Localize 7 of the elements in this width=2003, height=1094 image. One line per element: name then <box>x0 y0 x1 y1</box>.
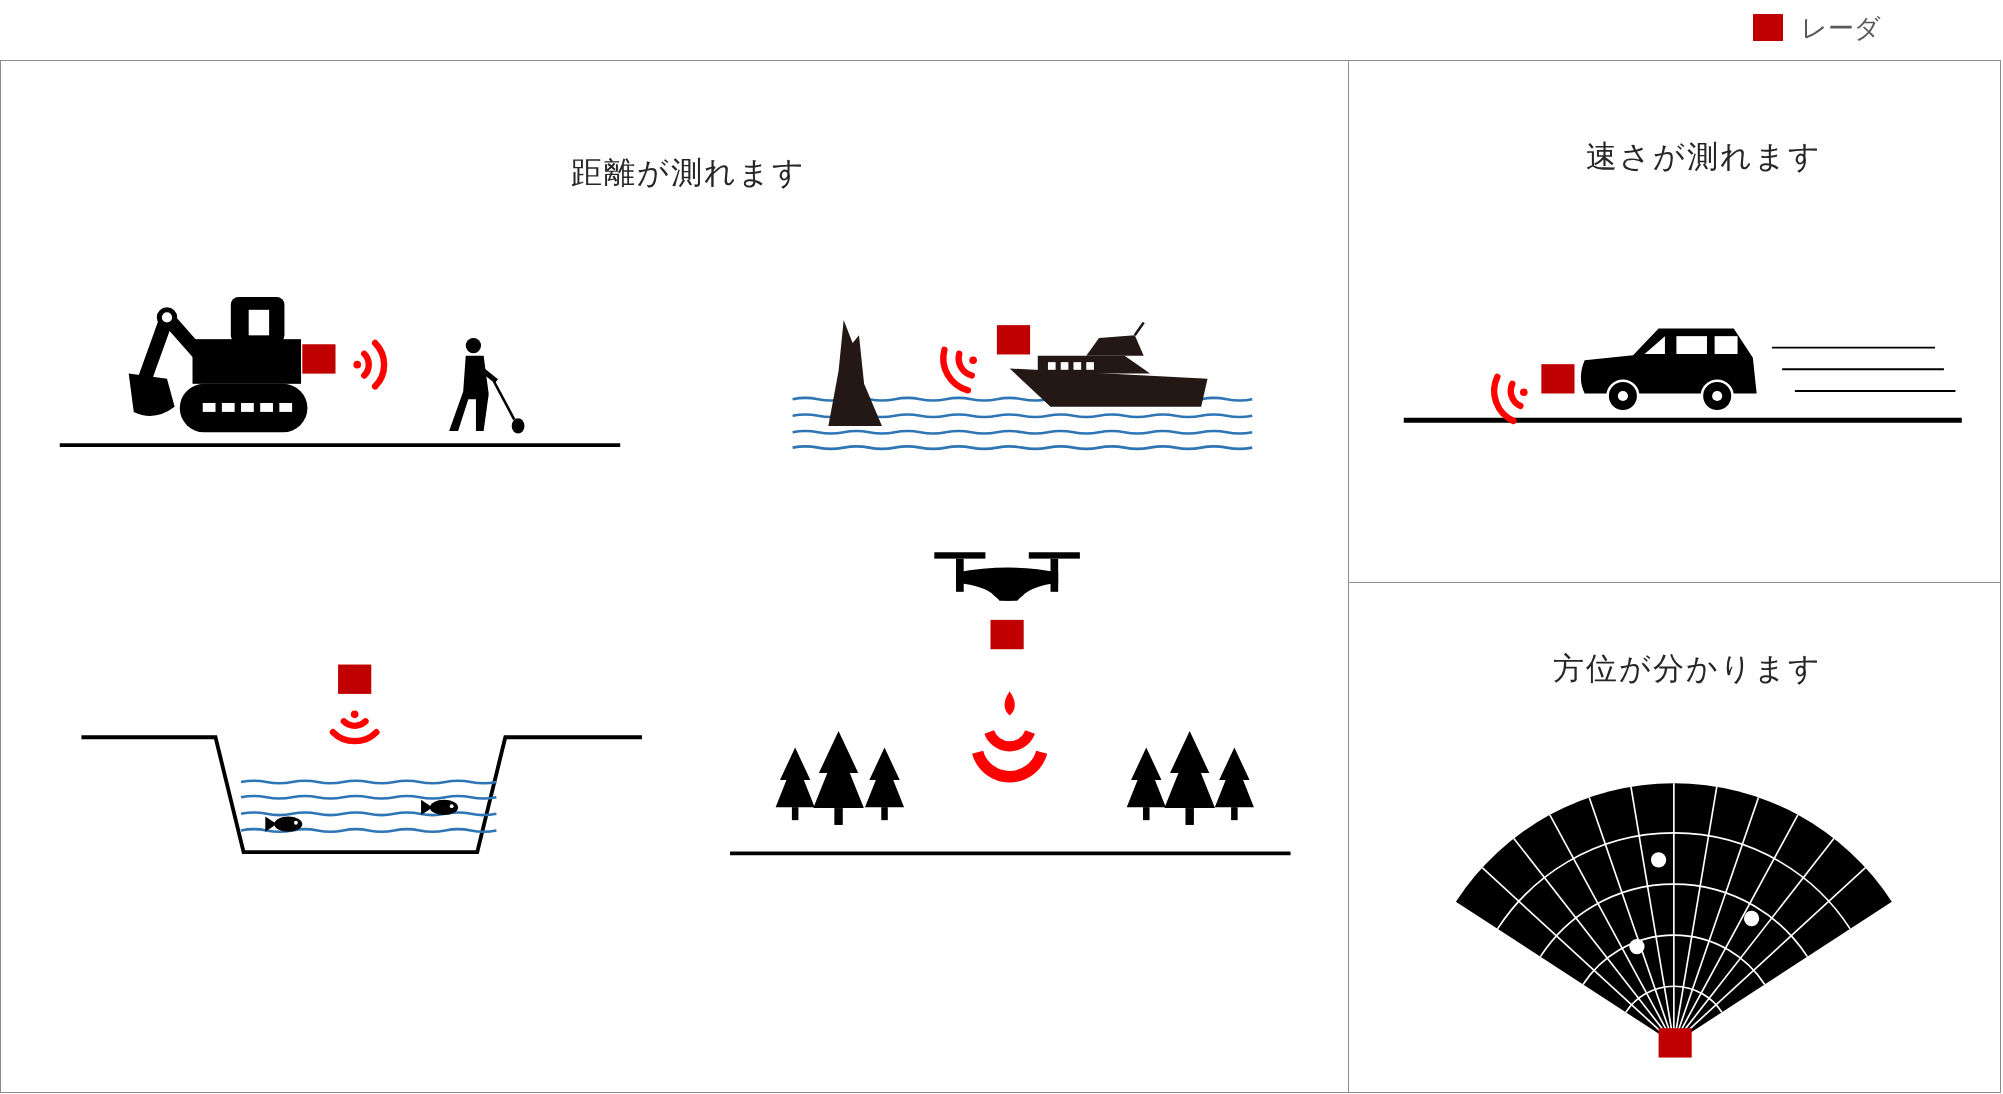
panel-title: 距離が測れます <box>570 153 806 192</box>
panel <box>1348 60 2001 583</box>
panel <box>0 60 1349 1093</box>
legend-label: レーダ <box>1801 14 1881 41</box>
panel-title: 方位が分かります <box>1552 649 1822 688</box>
panel-title: 速さが測れます <box>1586 137 1822 176</box>
panel <box>1348 582 2001 1093</box>
